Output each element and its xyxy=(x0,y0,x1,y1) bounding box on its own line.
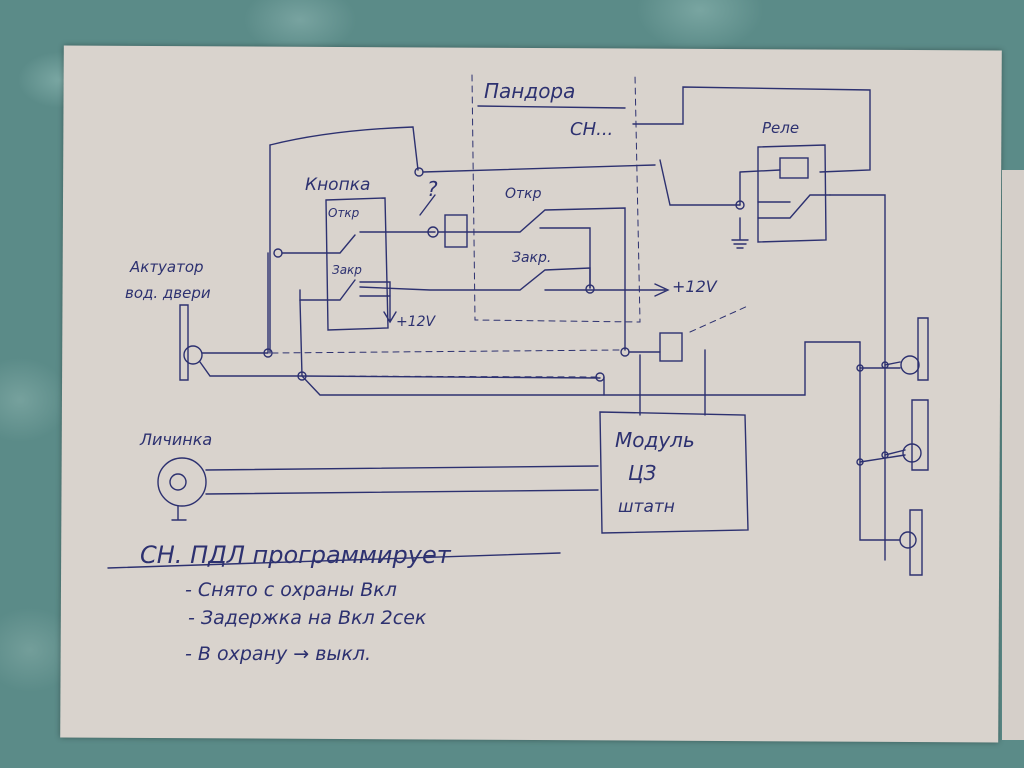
button-block: Кнопка Откр Закр +12V ? xyxy=(269,126,656,354)
actuator-label-1: Актуатор xyxy=(129,258,204,276)
programming-notes: СН. ПДЛ программирует - Снято с охраны В… xyxy=(107,541,561,665)
lock-cylinder-label: Личинка xyxy=(139,430,212,449)
notes-title: СН. ПДЛ программирует xyxy=(140,541,452,569)
pandora-12v-label: +12V xyxy=(672,277,718,296)
button-open-label: Откр xyxy=(328,206,360,220)
relay-label: Реле xyxy=(762,119,799,137)
module-label-1: Модуль xyxy=(615,428,695,452)
pandora-close-label: Закр. xyxy=(512,250,551,266)
actuator-block: Актуатор вод. двери xyxy=(125,252,861,416)
central-lock-module: Модуль ЦЗ штатн xyxy=(599,411,749,534)
actuator-label-2: вод. двери xyxy=(125,284,211,302)
note-2: - Задержка на Вкл 2сек xyxy=(188,607,427,629)
module-relay xyxy=(659,332,683,362)
module-label-3: штатн xyxy=(618,497,675,517)
relay-block: Реле xyxy=(659,119,886,561)
pandora-label: Пандора xyxy=(484,79,575,103)
button-12v-label: +12V xyxy=(396,314,437,330)
second-paper-edge xyxy=(1002,170,1024,740)
pandora-open-label: Откр xyxy=(505,186,542,202)
pandora-output-label: СН... xyxy=(570,119,613,140)
lock-cylinder: Личинка xyxy=(139,430,599,521)
door-actuators xyxy=(856,317,929,576)
relay-coil xyxy=(779,157,809,179)
note-3: - В охрану → выкл. xyxy=(185,643,371,665)
pandora-switches: Откр Закр. +12V xyxy=(359,186,718,351)
question-mark: ? xyxy=(427,177,438,201)
module-label-2: ЦЗ xyxy=(628,461,657,485)
button-close-label: Закр xyxy=(332,263,362,277)
button-label: Кнопка xyxy=(305,175,370,195)
pandora-block: Пандора СН... xyxy=(471,74,871,323)
note-1: - Снято с охраны Вкл xyxy=(185,579,397,601)
